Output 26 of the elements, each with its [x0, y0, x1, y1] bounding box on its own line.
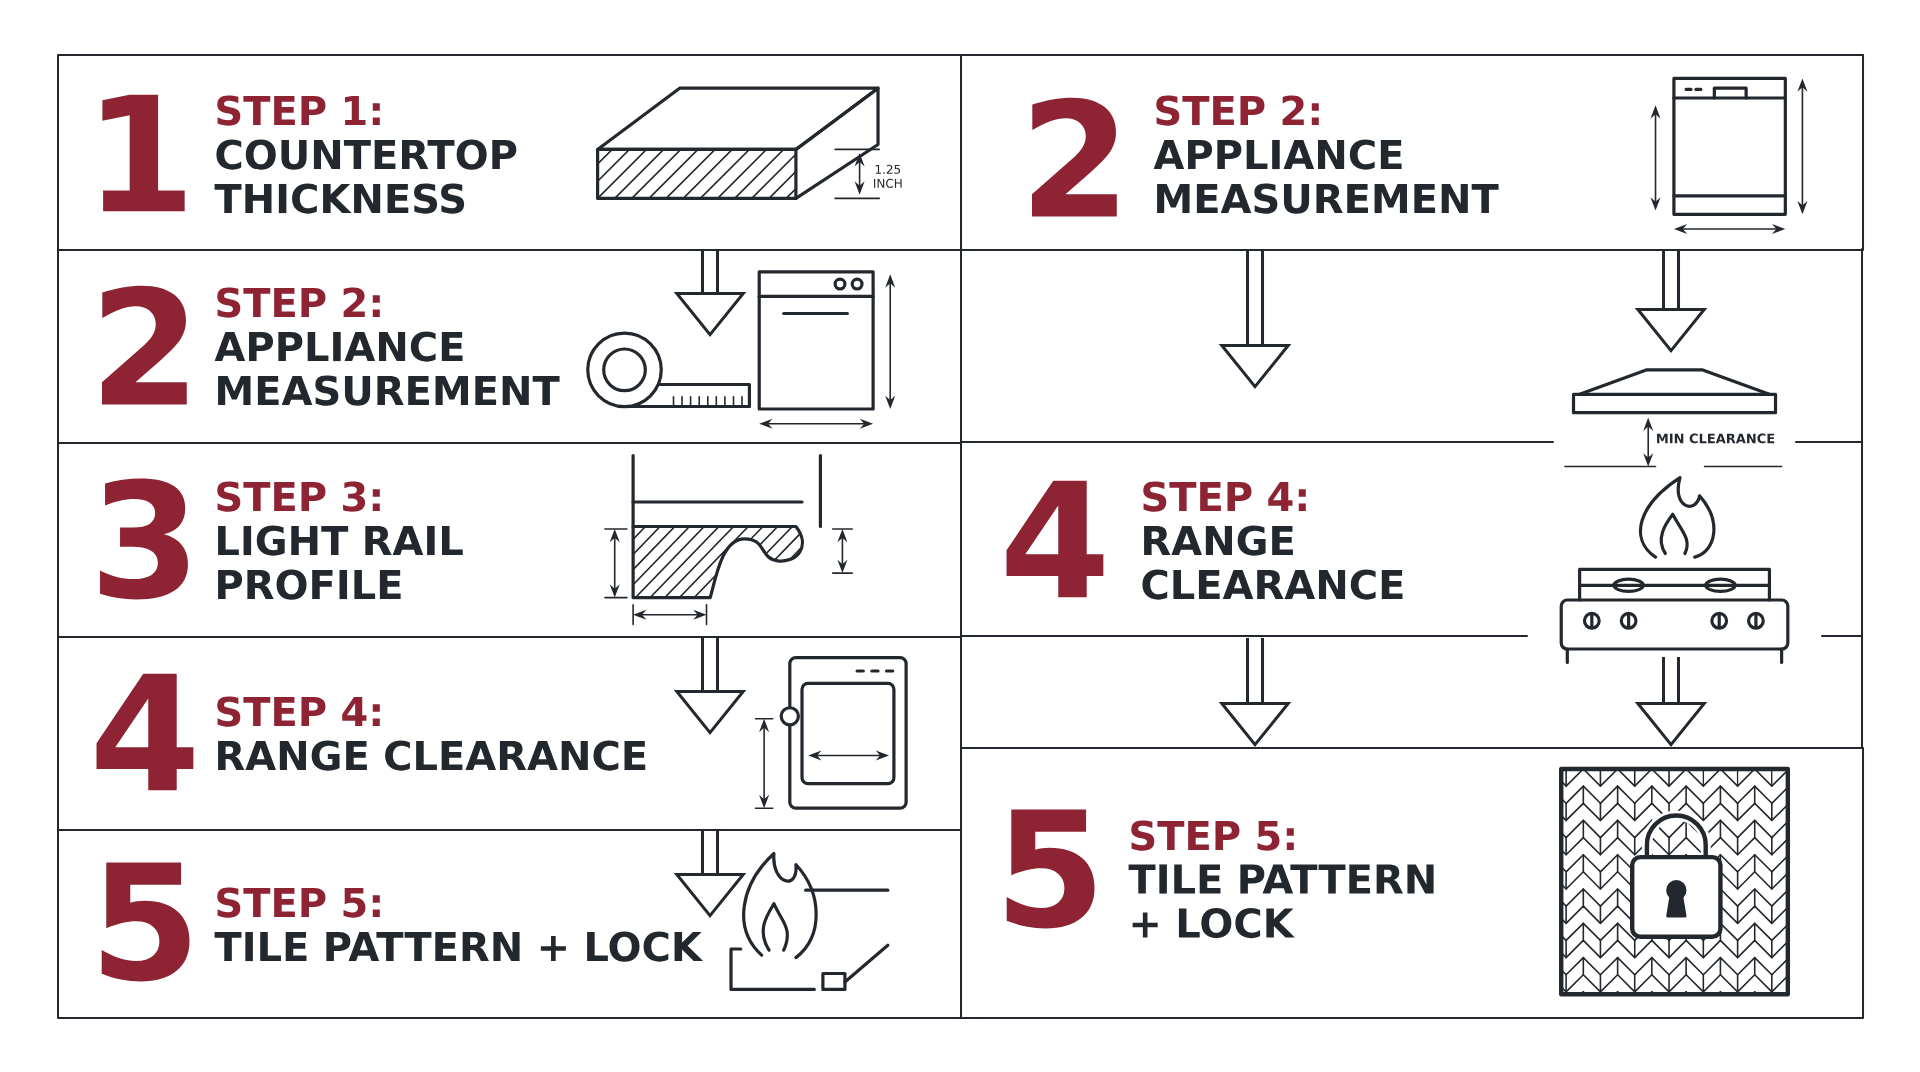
step-heading: STEP 4:: [217, 696, 380, 727]
step-title: TILE PATTERN + LOCK: [1128, 864, 1434, 939]
step-number: 1: [102, 94, 185, 212]
step-title: APPLIANCE MEASUREMENT: [1153, 139, 1499, 214]
step-title: APPLIANCE MEASUREMENT: [214, 331, 560, 406]
step-heading: STEP 1:: [217, 95, 380, 126]
step-heading: STEP 4:: [1143, 481, 1306, 512]
dimension-label: MIN CLEARANCE: [1657, 433, 1775, 444]
step-title: LIGHT RAIL PROFILE: [218, 525, 463, 600]
step-number: 5: [1006, 809, 1095, 929]
step-heading: STEP 5:: [217, 887, 380, 918]
step-title: RANGE CLEARANCE: [1142, 525, 1403, 600]
step-number: 3: [100, 478, 188, 600]
step-number: 4: [1006, 480, 1104, 598]
step-title: RANGE CLEARANCE: [218, 740, 646, 771]
step-heading: STEP 5:: [1131, 820, 1294, 851]
step-number: 5: [101, 862, 190, 982]
dimension-label: 1.25 INCH: [874, 164, 902, 188]
step-heading: STEP 2:: [1156, 95, 1319, 126]
step-number: 4: [96, 673, 194, 791]
step-number: 2: [102, 285, 187, 405]
step-title: COUNTERTOP THICKNESS: [214, 139, 517, 214]
step-title: TILE PATTERN + LOCK: [214, 931, 704, 962]
step-heading: STEP 3:: [217, 481, 380, 512]
step-number: 2: [1032, 97, 1117, 217]
step-heading: STEP 2:: [217, 287, 380, 318]
